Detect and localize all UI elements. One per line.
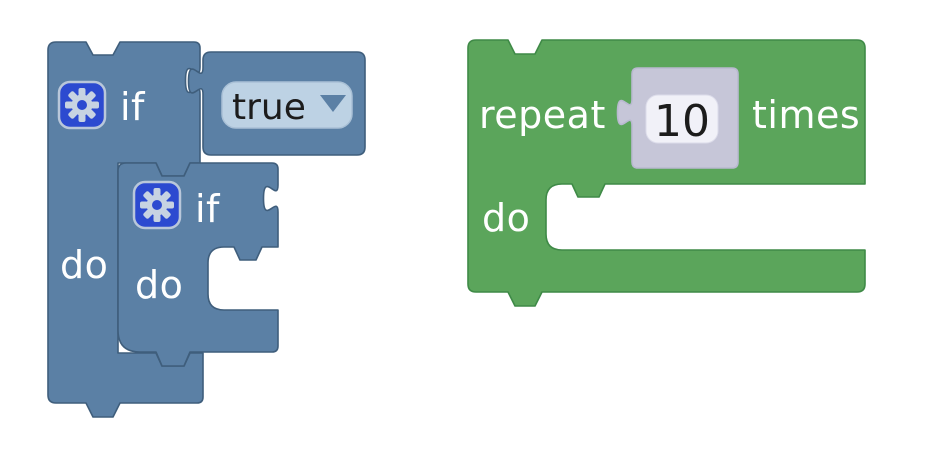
number-field[interactable] [645, 94, 719, 144]
mutator-gear-icon[interactable] [57, 80, 107, 130]
true-dropdown-label: true [232, 87, 306, 128]
if-label: if [120, 85, 146, 129]
if-label: if [195, 187, 221, 231]
repeat-block[interactable] [467, 39, 866, 307]
times-label: times [752, 93, 860, 137]
mutator-gear-icon[interactable] [132, 180, 182, 230]
do-label: do [60, 243, 108, 287]
number-field-value: 10 [654, 96, 710, 147]
dropdown-arrow-icon[interactable] [320, 95, 346, 112]
repeat-label: repeat [479, 93, 606, 137]
do-label: do [135, 263, 183, 307]
true-dropdown[interactable] [221, 81, 353, 129]
do-label: do [482, 196, 530, 240]
